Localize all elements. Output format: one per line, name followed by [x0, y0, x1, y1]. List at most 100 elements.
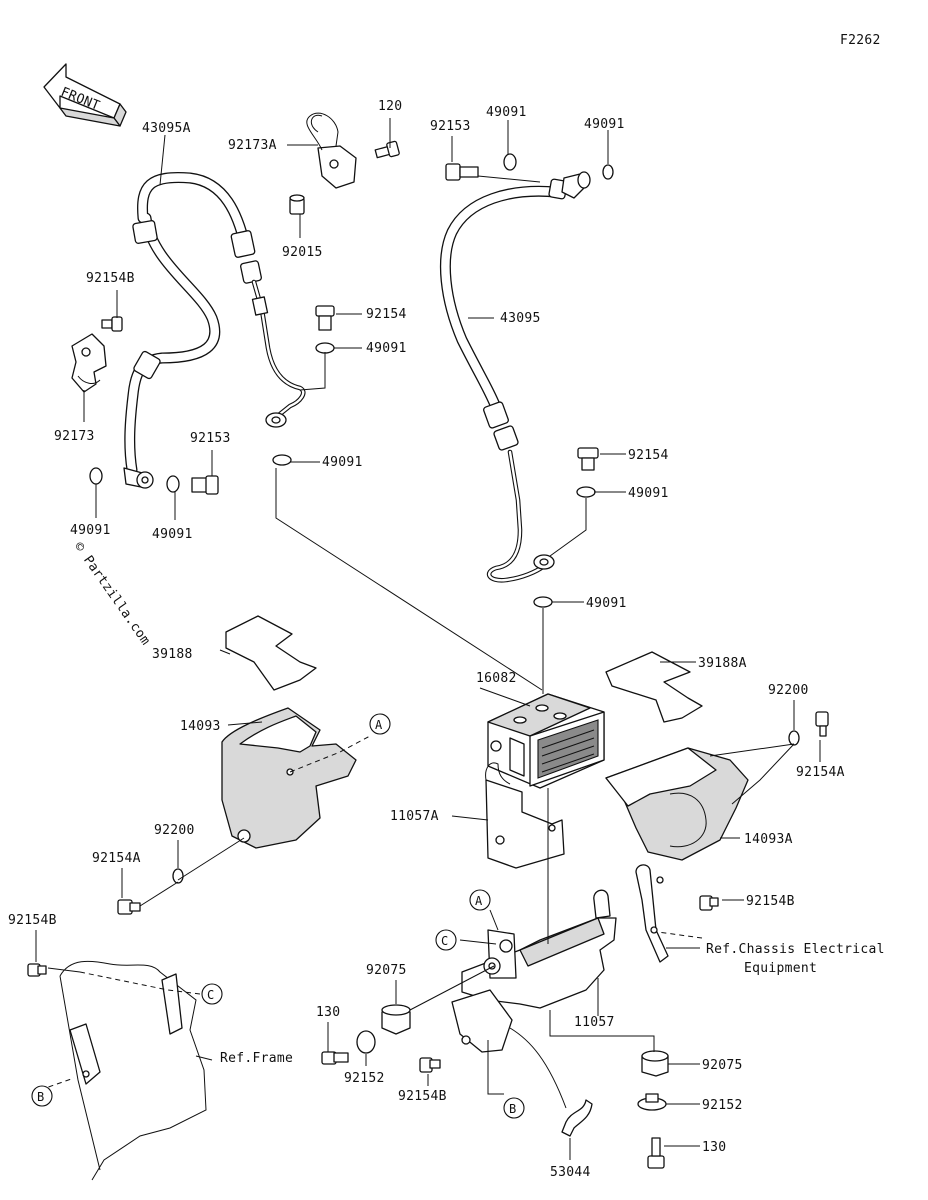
label-92154A-left: 92154A — [92, 851, 141, 866]
grommet-92200-right — [788, 730, 800, 746]
label-92153-top: 92153 — [430, 119, 471, 134]
label-92153-left: 92153 — [190, 431, 231, 446]
pad-39188A — [605, 651, 703, 723]
washer-49091-left-mid — [272, 454, 292, 466]
label-53044: 53044 — [550, 1165, 591, 1180]
bracket-11057 — [451, 864, 669, 1053]
svg-text:B: B — [37, 1090, 45, 1104]
bolt-92154-mid — [315, 305, 335, 331]
washer-49091-top2 — [602, 164, 614, 180]
bolt-120 — [374, 140, 400, 159]
bolt-130-right — [647, 1137, 665, 1169]
label-39188A: 39188A — [698, 656, 747, 671]
washer-49091-left2 — [166, 475, 180, 493]
brake-hose-43095A — [123, 172, 306, 489]
label-43095: 43095 — [500, 311, 541, 326]
callout-A-top: A — [369, 713, 391, 735]
bolt-92154B-right — [699, 895, 719, 911]
label-49091-left-mid: 49091 — [322, 455, 363, 470]
label-39188: 39188 — [152, 647, 193, 662]
callout-B-left: B — [31, 1085, 53, 1107]
svg-text:C: C — [441, 934, 449, 948]
collar-92152-left — [356, 1030, 376, 1054]
washer-49091-left1 — [89, 467, 103, 485]
ref-chassis-line1: Ref.Chassis Electrical — [706, 942, 885, 957]
bolt-92154A-right — [815, 711, 829, 737]
leader-lines — [35, 118, 821, 1160]
label-130-right: 130 — [702, 1140, 726, 1155]
cover-14093 — [221, 707, 357, 849]
bolt-92154-right — [577, 447, 599, 471]
washer-49091-right — [576, 486, 596, 498]
bolt-92154B-bottomleft — [27, 963, 47, 977]
bolt-92154B-left — [101, 316, 123, 332]
front-arrow-icon: FRONT — [43, 63, 127, 127]
label-49091-mid: 49091 — [366, 341, 407, 356]
svg-text:B: B — [509, 1102, 517, 1116]
label-92154B-bottomleft: 92154B — [8, 913, 57, 928]
grommet-92075-right — [641, 1050, 669, 1077]
washer-49091-mid — [315, 342, 335, 354]
callout-B-bottom: B — [503, 1097, 525, 1119]
collar-92152-right — [637, 1093, 667, 1111]
ref-chassis-line2: Equipment — [744, 961, 817, 976]
bolt-92153-top — [445, 163, 479, 181]
label-92152-left: 92152 — [344, 1071, 385, 1086]
label-92154-right: 92154 — [628, 448, 669, 463]
washer-49091-top1 — [503, 153, 517, 171]
washer-49091-right2 — [533, 596, 553, 608]
label-120: 120 — [378, 99, 402, 114]
callout-C-bottom: C — [435, 929, 457, 951]
label-49091-left2: 49091 — [152, 527, 193, 542]
svg-text:A: A — [375, 718, 383, 732]
label-49091-right: 49091 — [628, 486, 669, 501]
watermark: © Partzilla.com — [71, 540, 153, 648]
grommet-92200-left — [172, 868, 184, 884]
part-labels: 43095A 92173A 120 92015 92153 49091 4909… — [8, 99, 845, 1180]
abs-unit-16082 — [487, 693, 605, 789]
label-92075-left: 92075 — [366, 963, 407, 978]
label-14093: 14093 — [180, 719, 221, 734]
collar-92015 — [289, 194, 305, 215]
cover-14093A — [605, 747, 749, 861]
label-92173A: 92173A — [228, 138, 277, 153]
clamp-92173A — [306, 112, 357, 189]
label-14093A: 14093A — [744, 832, 793, 847]
frame-section — [59, 960, 207, 1181]
bolt-92153-left — [191, 475, 219, 495]
label-92154B-bottom: 92154B — [398, 1089, 447, 1104]
callout-A-bottom: A — [469, 889, 491, 911]
label-49091-right2: 49091 — [586, 596, 627, 611]
label-92200-right: 92200 — [768, 683, 809, 698]
bolt-92154A-left — [117, 899, 141, 915]
label-92200-left: 92200 — [154, 823, 195, 838]
brake-hose-43095 — [439, 171, 591, 583]
label-92154B-right: 92154B — [746, 894, 795, 909]
svg-text:C: C — [207, 988, 215, 1002]
svg-text:A: A — [475, 894, 483, 908]
label-16082: 16082 — [476, 671, 517, 686]
label-92075-right: 92075 — [702, 1058, 743, 1073]
bracket-11057A — [485, 762, 565, 869]
label-49091-left1: 49091 — [70, 523, 111, 538]
label-92154B-left: 92154B — [86, 271, 135, 286]
label-92015: 92015 — [282, 245, 323, 260]
label-92154A-right: 92154A — [796, 765, 845, 780]
bolt-92154B-bottom — [419, 1057, 441, 1073]
bracket-92173 — [71, 333, 107, 393]
label-92154-mid: 92154 — [366, 307, 407, 322]
callout-C-right: C — [201, 983, 223, 1005]
label-92152-right: 92152 — [702, 1098, 743, 1113]
figure-code: F2262 — [840, 33, 881, 48]
label-49091-top2: 49091 — [584, 117, 625, 132]
label-43095A: 43095A — [142, 121, 191, 136]
ref-frame: Ref.Frame — [220, 1051, 293, 1066]
bolt-130-left — [321, 1051, 349, 1065]
label-11057: 11057 — [574, 1015, 615, 1030]
grommet-92075-left — [381, 1004, 411, 1035]
label-130-left: 130 — [316, 1005, 340, 1020]
label-92173: 92173 — [54, 429, 95, 444]
hose-53044 — [561, 1099, 593, 1137]
pad-39188 — [225, 615, 317, 691]
